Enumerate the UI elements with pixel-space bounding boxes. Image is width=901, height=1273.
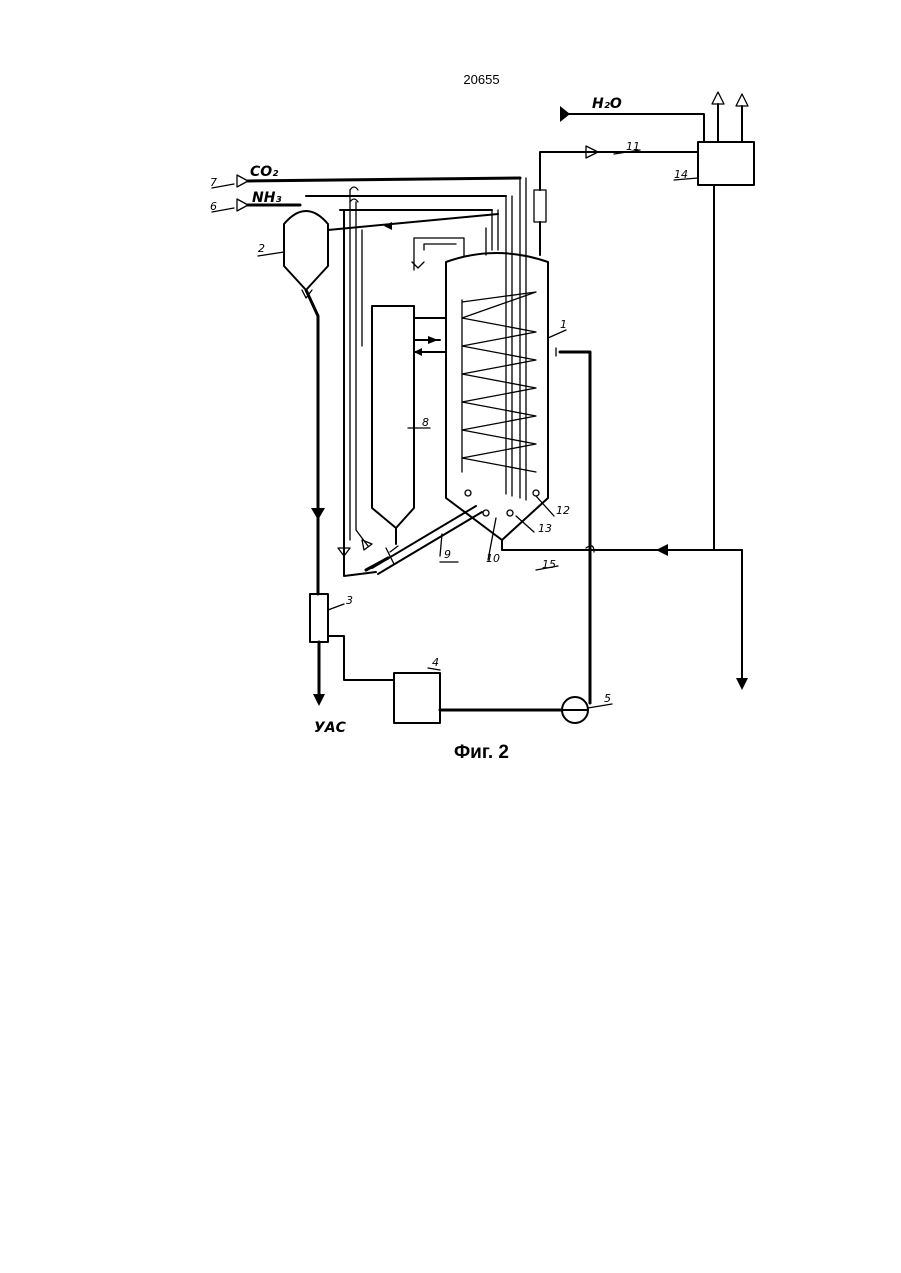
offgas-arrow: [712, 92, 724, 104]
flow-arrow: [656, 544, 668, 556]
pump-discharge-line: [560, 352, 590, 703]
flow-arrow: [384, 222, 392, 230]
label-7: 7: [210, 176, 217, 189]
label-5: 5: [604, 692, 611, 705]
line-15: [502, 540, 742, 550]
label-15: 15: [542, 558, 556, 571]
label-10: 10: [486, 552, 500, 565]
filter-element: [534, 190, 546, 222]
vent-line: [424, 244, 456, 250]
co2-label: CO₂: [250, 164, 279, 180]
label-1: 1: [560, 318, 567, 331]
separator-outlet-line: [306, 290, 318, 594]
label-6: 6: [210, 200, 217, 213]
label-13: 13: [538, 522, 552, 535]
unit-3: [310, 594, 328, 642]
label-4: 4: [432, 656, 439, 669]
label-3: 3: [346, 594, 353, 607]
flow-arrow: [311, 508, 325, 520]
offgas-arrow: [736, 94, 748, 106]
label-9: 9: [444, 548, 451, 561]
product-label: УАС: [314, 720, 347, 736]
nh3-label: NH₃: [252, 190, 282, 206]
line-3-to-4: [328, 636, 394, 680]
separator-2: [284, 211, 328, 298]
h2o-label: H₂O: [592, 96, 622, 112]
h2o-arrow: [560, 106, 570, 122]
figure-caption: Фиг. 2: [0, 742, 901, 764]
recycle-line: [328, 214, 498, 230]
label-2: 2: [258, 242, 265, 255]
column-8: [372, 306, 446, 544]
product-arrow: [313, 694, 325, 706]
co2-feed-line: [237, 175, 520, 187]
line-crossing: [350, 199, 358, 202]
unit-14: [698, 142, 754, 185]
label-14: 14: [674, 168, 688, 181]
label-12: 12: [556, 504, 570, 517]
line-crossing: [350, 187, 358, 190]
pump-5: [562, 697, 588, 723]
drain-arrow: [736, 678, 748, 690]
reactor-1: [446, 253, 548, 540]
label-8: 8: [422, 416, 429, 429]
unit-4: [394, 673, 440, 723]
h2o-line: [566, 114, 704, 142]
label-11: 11: [626, 140, 640, 153]
